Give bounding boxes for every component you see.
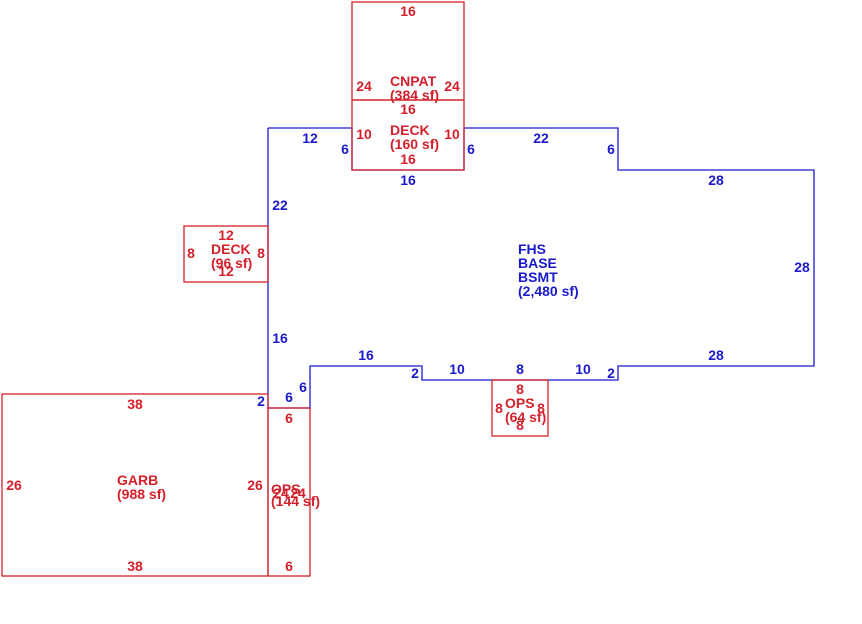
ops-garage-sf: (144 sf)	[271, 493, 320, 509]
deck-top-label: DECK	[390, 122, 430, 138]
cnpat-dim-right: 24	[444, 78, 460, 94]
main-dim-bottom-mid: 8	[516, 361, 524, 377]
main-dim-left-high: 22	[272, 197, 288, 213]
garb-dim-top: 38	[127, 396, 143, 412]
deck-top-dim-left: 10	[356, 126, 372, 142]
main-dim-ops-top: 6	[285, 389, 293, 405]
main-dim-top-mid: 16	[400, 172, 416, 188]
main-dim-left-low: 16	[272, 330, 288, 346]
deck-left-dim-left: 8	[187, 245, 195, 261]
main-dim-garage-top: 2	[257, 393, 265, 409]
main-dim-step-l: 6	[299, 379, 307, 395]
cnpat-sf: (384 sf)	[390, 87, 439, 103]
main-dim-right-side: 28	[794, 259, 810, 275]
deck-top-dim-top: 16	[400, 101, 416, 117]
deck-top-dim-right: 10	[444, 126, 460, 142]
main-dim-step-bl: 2	[411, 365, 419, 381]
main-area-label-3: BSMT	[518, 269, 558, 285]
ops-garage-dim-side2: 24	[290, 485, 306, 501]
main-area-label-2: BASE	[518, 255, 557, 271]
ops-small-dim-right: 8	[537, 400, 545, 416]
deck-left-dim-bottom: 12	[218, 263, 234, 279]
ops-small-dim-bottom: 8	[516, 417, 524, 433]
deck-top-outline	[351, 99, 465, 171]
main-dim-top-right: 22	[533, 130, 549, 146]
main-dim-step-right: 6	[467, 141, 475, 157]
garb-dim-left: 26	[6, 477, 22, 493]
main-dim-bottom-mid-r: 10	[575, 361, 591, 377]
main-dim-step-right2: 6	[607, 141, 615, 157]
main-dim-step-left: 6	[341, 141, 349, 157]
main-dim-right-top: 28	[708, 172, 724, 188]
ops-garage-dim-top: 6	[285, 410, 293, 426]
main-dim-bottom-right: 28	[708, 347, 724, 363]
cnpat-label: CNPAT	[390, 73, 437, 89]
garb-dim-right: 26	[247, 477, 263, 493]
ops-garage-outline	[267, 407, 311, 577]
ops-garage-label: OPS	[271, 481, 301, 497]
ops-small-label: OPS	[505, 395, 535, 411]
deck-top-dim-bottom: 16	[400, 151, 416, 167]
main-area-sf: (2,480 sf)	[518, 283, 579, 299]
ops-small-sf: (64 sf)	[505, 409, 546, 425]
cnpat-dim-top: 16	[400, 3, 416, 19]
main-area-label-1: FHS	[518, 241, 546, 257]
deck-left-dim-top: 12	[218, 227, 234, 243]
deck-top-sf: (160 sf)	[390, 136, 439, 152]
ops-small-dim-left: 8	[495, 400, 503, 416]
garb-sf: (988 sf)	[117, 486, 166, 502]
deck-left-sf: (96 sf)	[211, 255, 252, 271]
main-dim-step-br: 2	[607, 365, 615, 381]
main-dim-bottom-mid-l: 10	[449, 361, 465, 377]
garb-dim-bottom: 38	[127, 558, 143, 574]
main-dim-bottom-left: 16	[358, 347, 374, 363]
deck-left-label: DECK	[211, 241, 251, 257]
ops-garage-dim-bottom: 6	[285, 558, 293, 574]
deck-left-dim-right: 8	[257, 245, 265, 261]
main-dim-top-left: 12	[302, 130, 318, 146]
cnpat-dim-left: 24	[356, 78, 372, 94]
garb-label: GARB	[117, 472, 158, 488]
ops-garage-dim-side: 24	[273, 485, 289, 501]
ops-small-outline	[491, 379, 549, 437]
ops-small-dim-top: 8	[516, 381, 524, 397]
deck-left-outline	[183, 225, 269, 283]
